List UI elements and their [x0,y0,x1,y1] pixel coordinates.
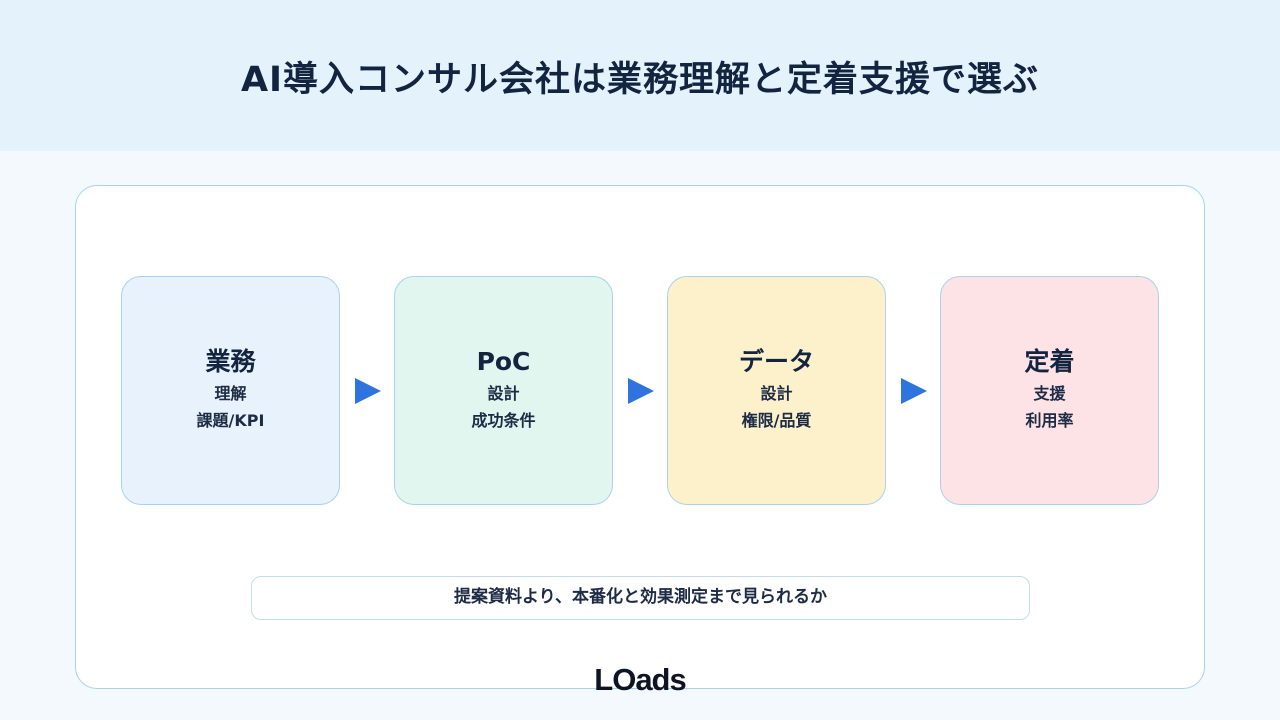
step-title: データ [738,347,814,376]
step-detail: 権限/品質 [741,411,812,430]
step-detail: 支援 [1033,384,1066,403]
step-business: 業務 理解 課題/KPI [121,276,340,505]
step-detail: 成功条件 [471,411,536,430]
page-title: AI導入コンサル会社は業務理解と定着支援で選ぶ [240,60,1040,100]
step-data: データ 設計 権限/品質 [667,276,886,505]
arrow-right-icon [355,378,381,404]
step-detail: 課題/KPI [196,411,265,430]
step-detail: 設計 [760,384,793,403]
brand-logo: LOads [594,662,686,697]
step-detail: 理解 [214,384,247,403]
step-detail: 利用率 [1025,411,1074,430]
arrow-right-icon [628,378,654,404]
step-poc: PoC 設計 成功条件 [394,276,613,505]
summary-note: 提案資料より、本番化と効果測定まで見られるか [251,576,1030,620]
step-title: 業務 [205,347,256,376]
step-title: 定着 [1024,347,1075,376]
step-adoption: 定着 支援 利用率 [940,276,1159,505]
step-detail: 設計 [487,384,520,403]
step-title: PoC [476,347,531,376]
arrow-right-icon [901,378,927,404]
header-band [0,0,1280,151]
